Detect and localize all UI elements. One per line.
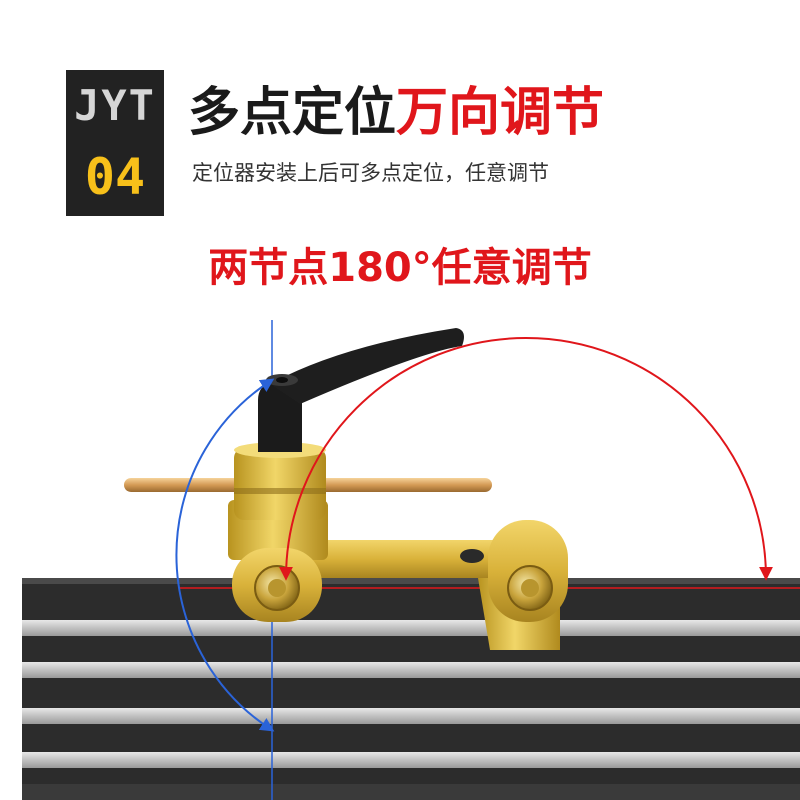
rotation-arc-blue [175, 378, 275, 732]
rotation-arc-red [279, 337, 773, 581]
headline-part2: 万向调节 [396, 83, 605, 143]
welding-table [22, 578, 800, 800]
lever-handle-icon [258, 328, 464, 452]
badge-number: 04 [84, 148, 146, 206]
angle-note: 两节点180°任意调节 [208, 245, 592, 291]
headline: 多点定位万向调节 [188, 78, 604, 148]
model-badge: JYT 04 [66, 70, 164, 216]
clamp-head [234, 442, 326, 520]
badge-series: JYT [74, 81, 156, 130]
headline-part1: 多点定位 [188, 83, 397, 143]
subline: 定位器安装上后可多点定位，任意调节 [192, 161, 549, 185]
